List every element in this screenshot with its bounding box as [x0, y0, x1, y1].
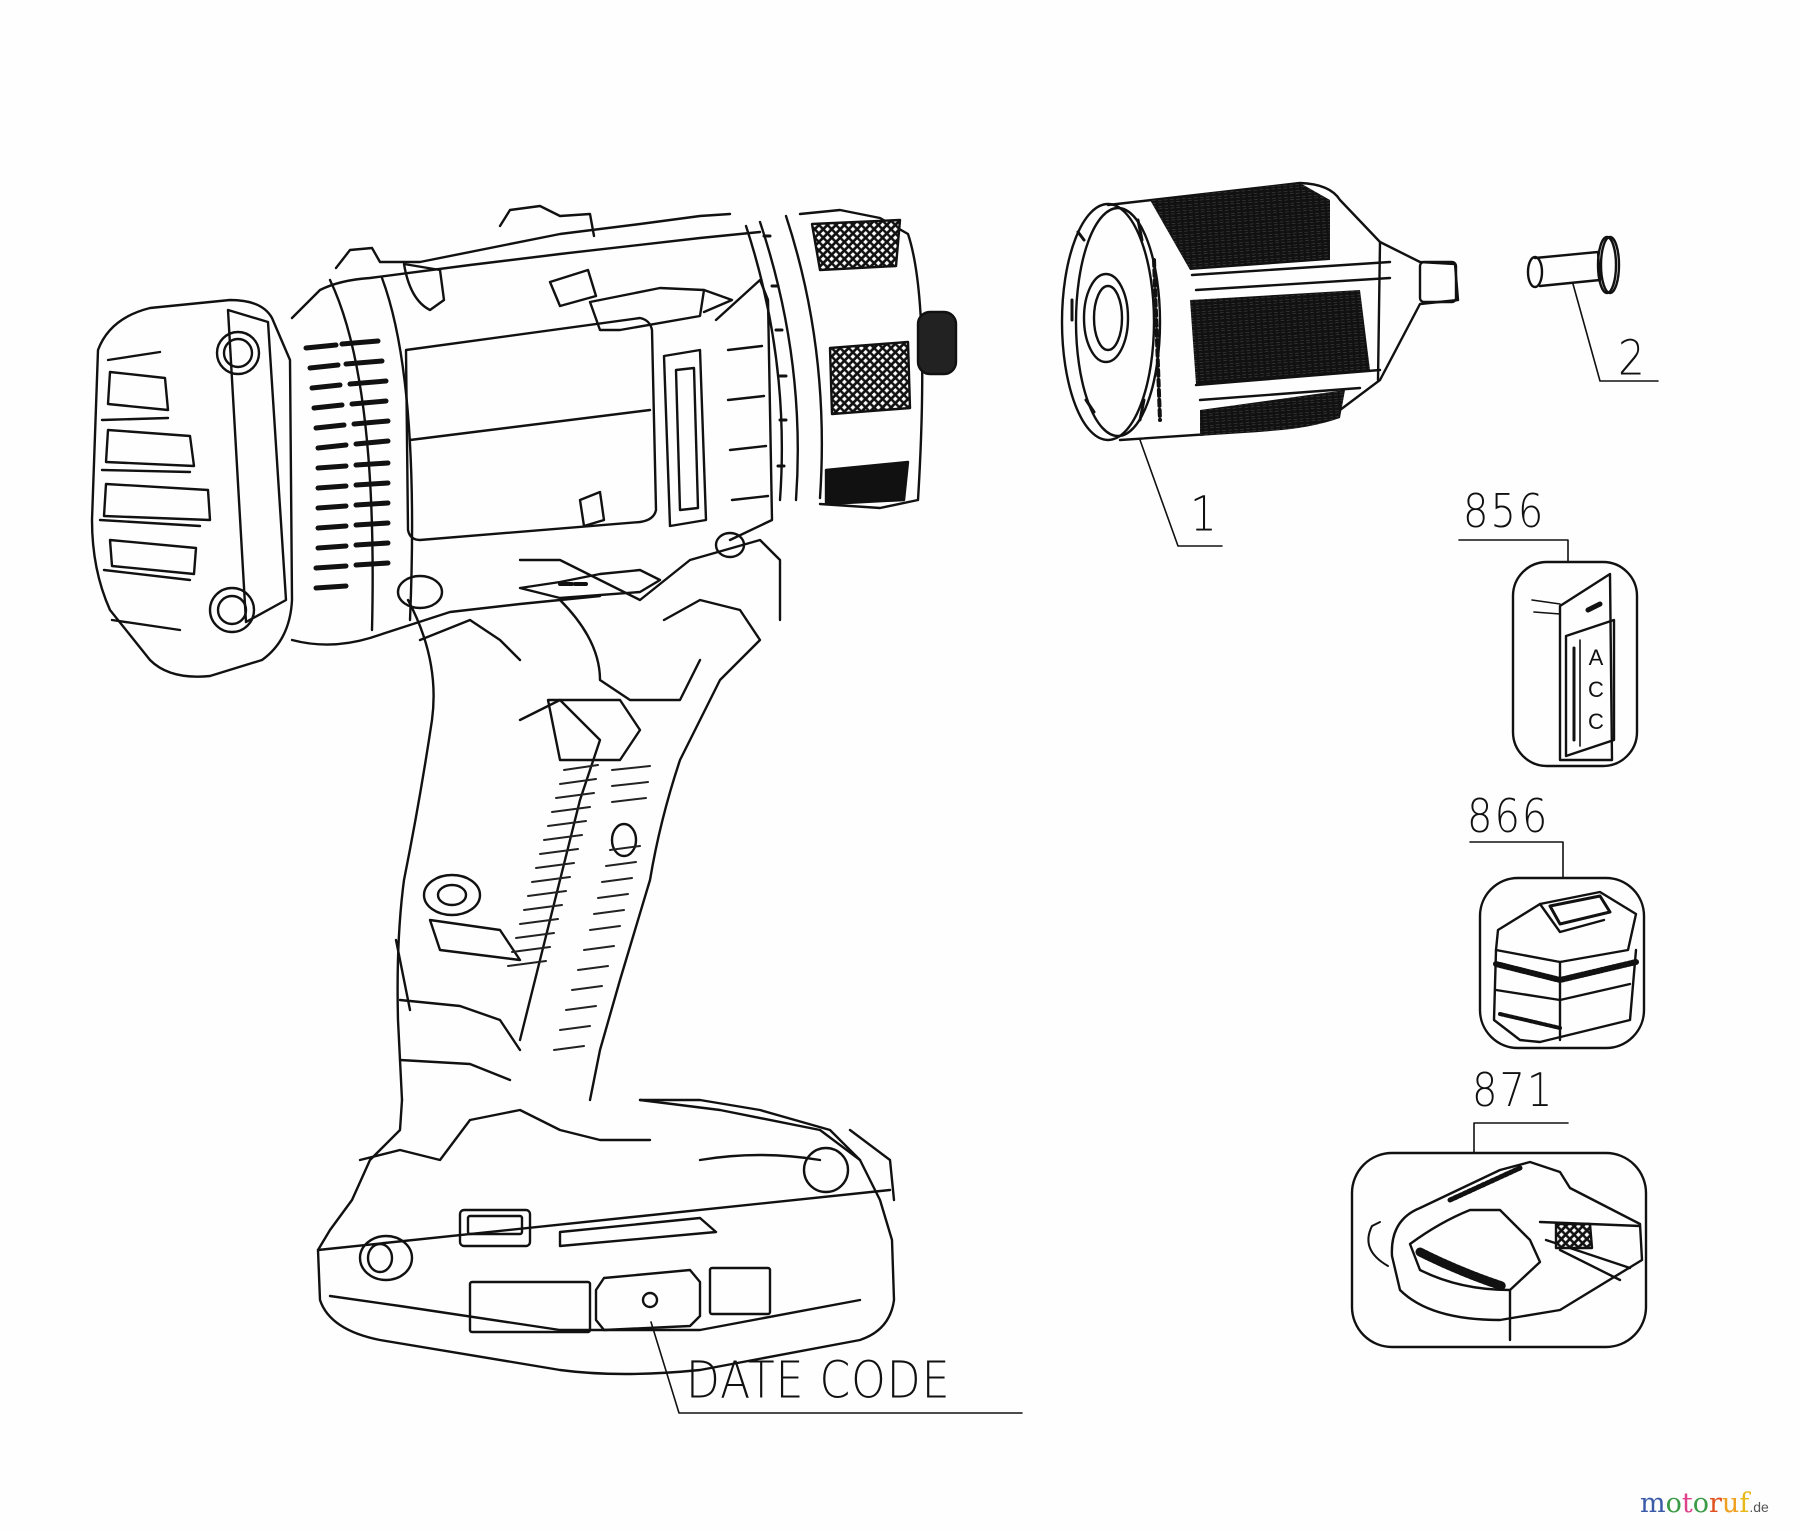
logo-letter: f: [1739, 1488, 1750, 1519]
part-2-screw-illustration: [1526, 235, 1659, 382]
part-856-leader-line: [1458, 539, 1569, 563]
logo-letter: r: [1709, 1488, 1722, 1519]
drill-gear-housing: [334, 204, 774, 542]
part-866-battery-illustration: [1469, 841, 1646, 1050]
part-856-booklet-illustration: [1458, 539, 1639, 768]
part-2-leader-line: [1572, 283, 1659, 382]
logo-letter: u: [1721, 1488, 1740, 1519]
callout-label-871: 871: [1472, 1064, 1555, 1118]
drill-back-cap: [90, 298, 294, 678]
logo-letter: o: [1692, 1488, 1709, 1519]
torque-dial-marks: [762, 234, 788, 468]
callout-label-2: 2: [1618, 329, 1647, 386]
date-code-leader-line: [650, 1321, 1023, 1414]
part-871-charger-illustration: [1350, 1122, 1648, 1349]
part-1-chuck-illustration: [1060, 181, 1460, 547]
grip-texture: [507, 764, 651, 1051]
spindle-shaft: [916, 310, 958, 376]
vent-slots: [303, 338, 391, 591]
logo-letter: t: [1681, 1488, 1693, 1519]
logo-letter: m: [1640, 1488, 1666, 1519]
booklet-letter: C: [1588, 677, 1604, 702]
booklet-letter: A: [1588, 645, 1604, 670]
callout-label-866: 866: [1467, 790, 1550, 844]
part-866-leader-line: [1469, 841, 1564, 879]
logo-suffix: .de: [1749, 1499, 1769, 1515]
part-1-leader-line: [1139, 439, 1223, 547]
callout-label-1: 1: [1190, 485, 1219, 542]
motoruf-watermark-logo: motoruf.de: [1640, 1490, 1769, 1517]
booklet-letter: C: [1588, 709, 1604, 734]
date-code-label: DATE CODE: [686, 1351, 951, 1411]
drill-handle: [394, 531, 782, 1102]
callout-label-856: 856: [1463, 485, 1546, 539]
drill-motor-housing: [290, 230, 762, 646]
drill-torque-collar: [744, 208, 958, 510]
drill-battery-base: [316, 1098, 896, 1376]
booklet-text: A C C: [1585, 642, 1607, 738]
logo-letter: o: [1665, 1488, 1682, 1519]
part-871-leader-line: [1473, 1122, 1569, 1154]
drill-body-illustration: [90, 204, 1023, 1414]
